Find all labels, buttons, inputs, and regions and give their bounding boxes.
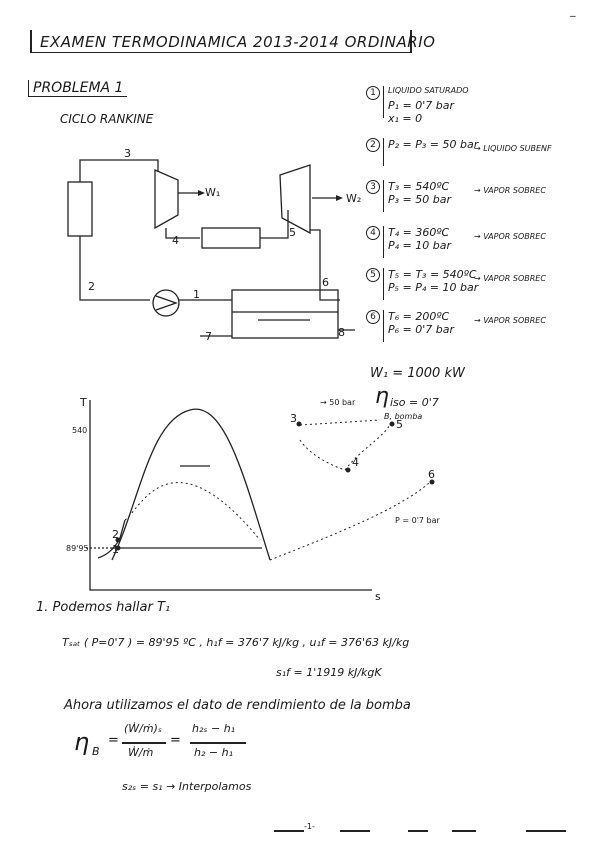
page-title: EXAMEN TERMODINAMICA 2013-2014 ORDINARIO <box>40 33 436 51</box>
eq-equal-2: = <box>170 733 181 748</box>
eq-den: Ẇ/ṁ <box>128 746 154 759</box>
state-line: P₆ = 0'7 bar <box>388 323 455 336</box>
state-number: 1 <box>366 86 380 100</box>
state-bracket <box>383 86 384 118</box>
footer-dash <box>526 830 566 832</box>
work-line-5: s₂ₛ = s₁ → Interpolamos <box>122 780 252 793</box>
work-line-2: Tₛₐₜ ( P=0'7 ) = 89'95 ºC , h₁f = 376'7 … <box>62 636 410 649</box>
given-w1: W₁ = 1000 kW <box>370 366 465 381</box>
eq-fraction-bar-1 <box>122 742 166 744</box>
state-line: → VAPOR SOBREC <box>474 316 546 325</box>
eq-num: (Ẇ/ṁ)ₛ <box>124 722 162 735</box>
state-number: 4 <box>366 226 380 240</box>
state-number: 6 <box>366 310 380 324</box>
subtitle: CICLO RANKINE <box>60 112 154 126</box>
state-bracket <box>383 180 384 212</box>
state-line: → VAPOR SOBREC <box>474 186 546 195</box>
eq-eta-sub: B <box>92 745 100 758</box>
ts-point-6: 6 <box>428 468 435 481</box>
corner-mark: _ <box>570 4 576 17</box>
state-line: P₁ = 0'7 bar <box>388 99 455 112</box>
given-eta: η <box>375 384 389 409</box>
ts-point-3: 3 <box>290 412 297 425</box>
w2-label: W₂ <box>346 192 362 205</box>
state-line: T₄ = 360ºC <box>388 226 450 239</box>
work-line-4: Ahora utilizamos el dato de rendimiento … <box>64 698 411 713</box>
node-7: 7 <box>205 330 212 343</box>
t540-tick: 540 <box>72 426 88 435</box>
eq-equal-1: = <box>108 733 119 748</box>
s-axis-label: s <box>375 590 381 603</box>
state-line: T₅ = T₃ = 540ºC <box>388 268 477 281</box>
ts-point-1: 1 <box>112 543 119 556</box>
footer-dash <box>340 830 370 832</box>
state-number: 2 <box>366 138 380 152</box>
state-line: T₃ = 540ºC <box>388 180 450 193</box>
state-line: P₃ = 50 bar <box>388 193 451 206</box>
state-line: → LIQUIDO SUBENF <box>474 144 552 153</box>
eq-rnum: h₂ₛ − h₁ <box>192 722 236 735</box>
ts-point-2: 2 <box>112 528 119 541</box>
state-number: 5 <box>366 268 380 282</box>
node-4: 4 <box>172 234 179 247</box>
node-5: 5 <box>289 226 296 239</box>
eq-fraction-bar-2 <box>190 742 246 744</box>
t8995-tick: 89'95 <box>66 544 89 553</box>
node-6: 6 <box>322 276 329 289</box>
eq-rden: h₂ − h₁ <box>194 746 233 759</box>
state-number: 3 <box>366 180 380 194</box>
ts-point-4: 4 <box>352 456 359 469</box>
node-1: 1 <box>193 288 200 301</box>
footer-dash <box>274 830 304 832</box>
work-line-1: 1. Podemos hallar T₁ <box>36 600 171 615</box>
p50-label: → 50 bar <box>320 398 356 407</box>
state-bracket <box>383 268 384 300</box>
state-line: → VAPOR SOBREC <box>474 274 546 283</box>
state-bracket <box>383 226 384 258</box>
state-line: P₄ = 10 bar <box>388 239 451 252</box>
footer-dash <box>408 830 428 832</box>
state-line: → VAPOR SOBREC <box>474 232 546 241</box>
node-3: 3 <box>124 147 131 160</box>
work-line-3: s₁f = 1'1919 kJ/kgK <box>276 666 382 679</box>
page-number: -1- <box>304 822 315 831</box>
state-line: x₁ = 0 <box>388 112 423 125</box>
given-eta-sub2: B, bomba <box>384 412 423 421</box>
p07-label: P = 0'7 bar <box>395 516 440 525</box>
title-frame <box>30 30 412 53</box>
state-line: LIQUIDO SATURADO <box>388 86 469 95</box>
w1-label: W₁ <box>205 186 221 199</box>
given-eta-sub: iso = 0'7 <box>390 396 439 409</box>
state-line: T₆ = 200ºC <box>388 310 450 323</box>
t-axis-label: T <box>80 396 87 409</box>
node-2: 2 <box>88 280 95 293</box>
eq-eta: η <box>74 728 90 756</box>
state-line: P₅ = P₄ = 10 bar <box>388 281 479 294</box>
ts-point-5: 5 <box>396 418 403 431</box>
problem-heading: PROBLEMA 1 <box>28 80 128 97</box>
state-bracket <box>383 138 384 166</box>
state-line: P₂ = P₃ = 50 bar <box>388 138 479 151</box>
state-bracket <box>383 310 384 342</box>
node-8: 8 <box>338 326 345 339</box>
footer-dash <box>452 830 476 832</box>
